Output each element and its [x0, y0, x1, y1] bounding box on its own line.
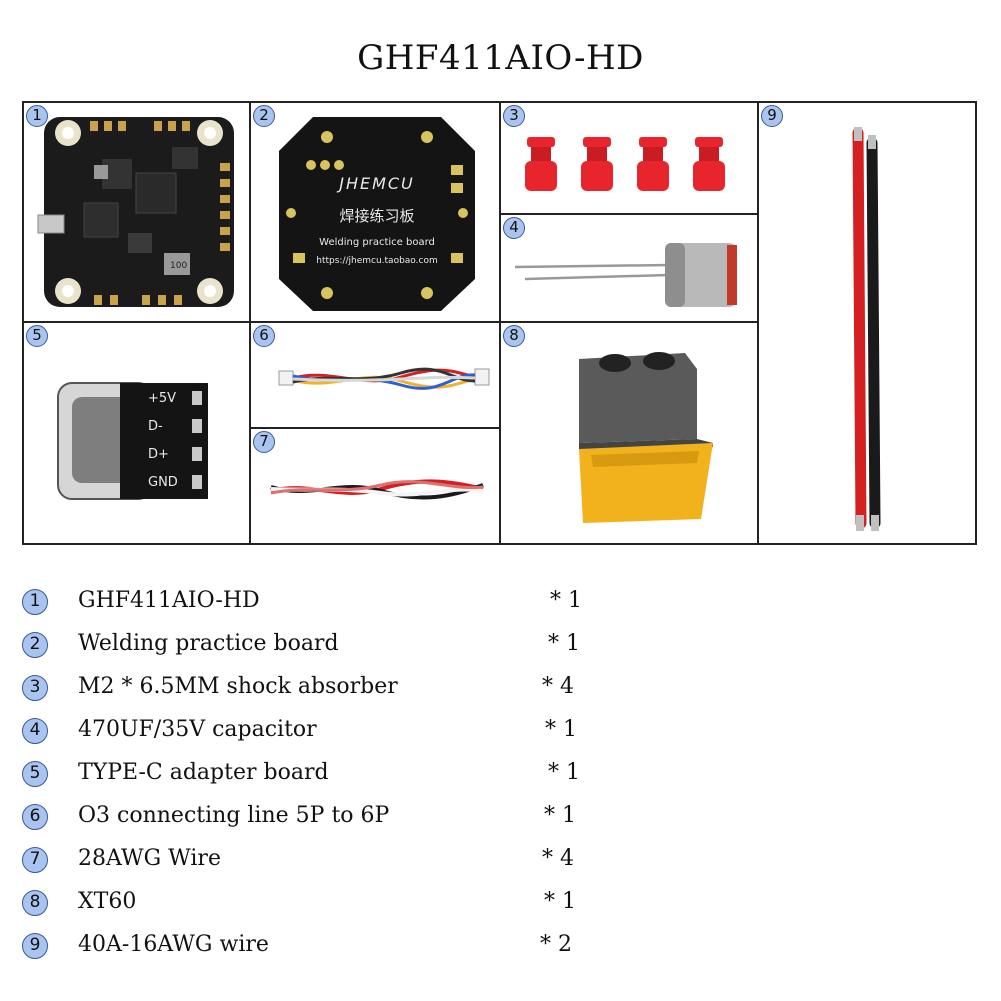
badge-9-icon: 9 [761, 105, 783, 127]
list-badge-icon: 1 [22, 589, 48, 615]
pin-dminus-label: D- [148, 419, 163, 434]
list-item-name: TYPE-C adapter board [78, 760, 329, 785]
badge-4-icon: 4 [503, 217, 525, 239]
svg-text:100: 100 [170, 261, 187, 271]
list-item: 4 470UF/35V capacitor * 1 [22, 715, 622, 745]
badge-8-icon: 8 [503, 325, 525, 347]
list-item-name: XT60 [78, 889, 137, 914]
list-item-name: 470UF/35V capacitor [78, 717, 317, 742]
list-item-qty: * 4 [542, 674, 574, 699]
typec-pin-labels: +5V D- D+ GND [148, 385, 198, 501]
list-item-qty: * 1 [545, 717, 577, 742]
list-item-name: O3 connecting line 5P to 6P [78, 803, 390, 828]
badge-3-icon: 3 [503, 105, 525, 127]
cell-shock-absorbers: 3 [499, 101, 759, 215]
list-item: 6 O3 connecting line 5P to 6P * 1 [22, 801, 622, 831]
list-item-name: M2 * 6.5MM shock absorber [78, 674, 398, 699]
list-item-qty: * 4 [542, 846, 574, 871]
shock-absorber-image [525, 137, 725, 191]
cell-welding-board: JHEMCU 焊接练习板 Welding practice board http… [249, 101, 501, 323]
list-item-name: Welding practice board [78, 631, 339, 656]
cell-capacitor: 4 [499, 213, 759, 323]
28awg-wire-image [270, 479, 484, 500]
o3-line-image [278, 367, 490, 390]
list-item-qty: * 1 [544, 889, 576, 914]
list-badge-icon: 9 [22, 933, 48, 959]
list-item: 9 40A-16AWG wire * 2 [22, 930, 622, 960]
list-item-qty: * 2 [540, 932, 572, 957]
board-brand-label: JHEMCU [336, 174, 415, 193]
list-item: 5 TYPE-C adapter board * 1 [22, 758, 622, 788]
list-item: 7 28AWG Wire * 4 [22, 844, 622, 874]
list-item-qty: * 1 [548, 760, 580, 785]
cell-28awg-wire: 7 [249, 427, 501, 545]
cell-flight-controller: 100 1 [22, 101, 251, 323]
list-badge-icon: 7 [22, 847, 48, 873]
badge-5-icon: 5 [26, 325, 48, 347]
pin-5v-label: +5V [148, 391, 177, 406]
list-item-name: GHF411AIO-HD [78, 588, 260, 613]
list-item: 2 Welding practice board * 1 [22, 629, 622, 659]
16awg-wire-image [852, 127, 881, 531]
list-item-qty: * 1 [550, 588, 582, 613]
flight-controller-image: 100 [37, 117, 234, 307]
welding-board-image: JHEMCU 焊接练习板 Welding practice board http… [279, 117, 475, 311]
badge-1-icon: 1 [26, 105, 48, 127]
list-item-qty: * 1 [548, 631, 580, 656]
cell-typec-adapter: +5V D- D+ GND 5 [22, 321, 251, 545]
list-badge-icon: 4 [22, 718, 48, 744]
cell-16awg-wire: 9 [757, 101, 977, 545]
list-badge-icon: 6 [22, 804, 48, 830]
xt60-image [579, 352, 713, 523]
product-grid: 100 1 JHEMCU 焊接练习板 Welding practice boar… [22, 101, 977, 545]
list-badge-icon: 5 [22, 761, 48, 787]
board-url-label: https://jhemcu.taobao.com [316, 256, 438, 266]
typec-adapter-image [57, 382, 208, 500]
badge-7-icon: 7 [253, 431, 275, 453]
pin-gnd-label: GND [148, 475, 178, 490]
cell-o3-line: 6 [249, 321, 501, 429]
badge-6-icon: 6 [253, 325, 275, 347]
list-item-name: 40A-16AWG wire [78, 932, 269, 957]
list-badge-icon: 3 [22, 675, 48, 701]
list-item-name: 28AWG Wire [78, 846, 221, 871]
list-badge-icon: 8 [22, 890, 48, 916]
board-cn-label: 焊接练习板 [339, 207, 414, 225]
cell-xt60: 8 [499, 321, 759, 545]
board-subtitle-label: Welding practice board [319, 237, 435, 248]
pin-dplus-label: D+ [148, 447, 169, 462]
list-item-qty: * 1 [544, 803, 576, 828]
badge-2-icon: 2 [253, 105, 275, 127]
list-item: 3 M2 * 6.5MM shock absorber * 4 [22, 672, 622, 702]
list-badge-icon: 2 [22, 632, 48, 658]
list-item: 1 GHF411AIO-HD * 1 [22, 586, 622, 616]
list-item: 8 XT60 * 1 [22, 887, 622, 917]
page-title: GHF411AIO-HD [357, 38, 644, 78]
capacitor-image [514, 243, 737, 307]
